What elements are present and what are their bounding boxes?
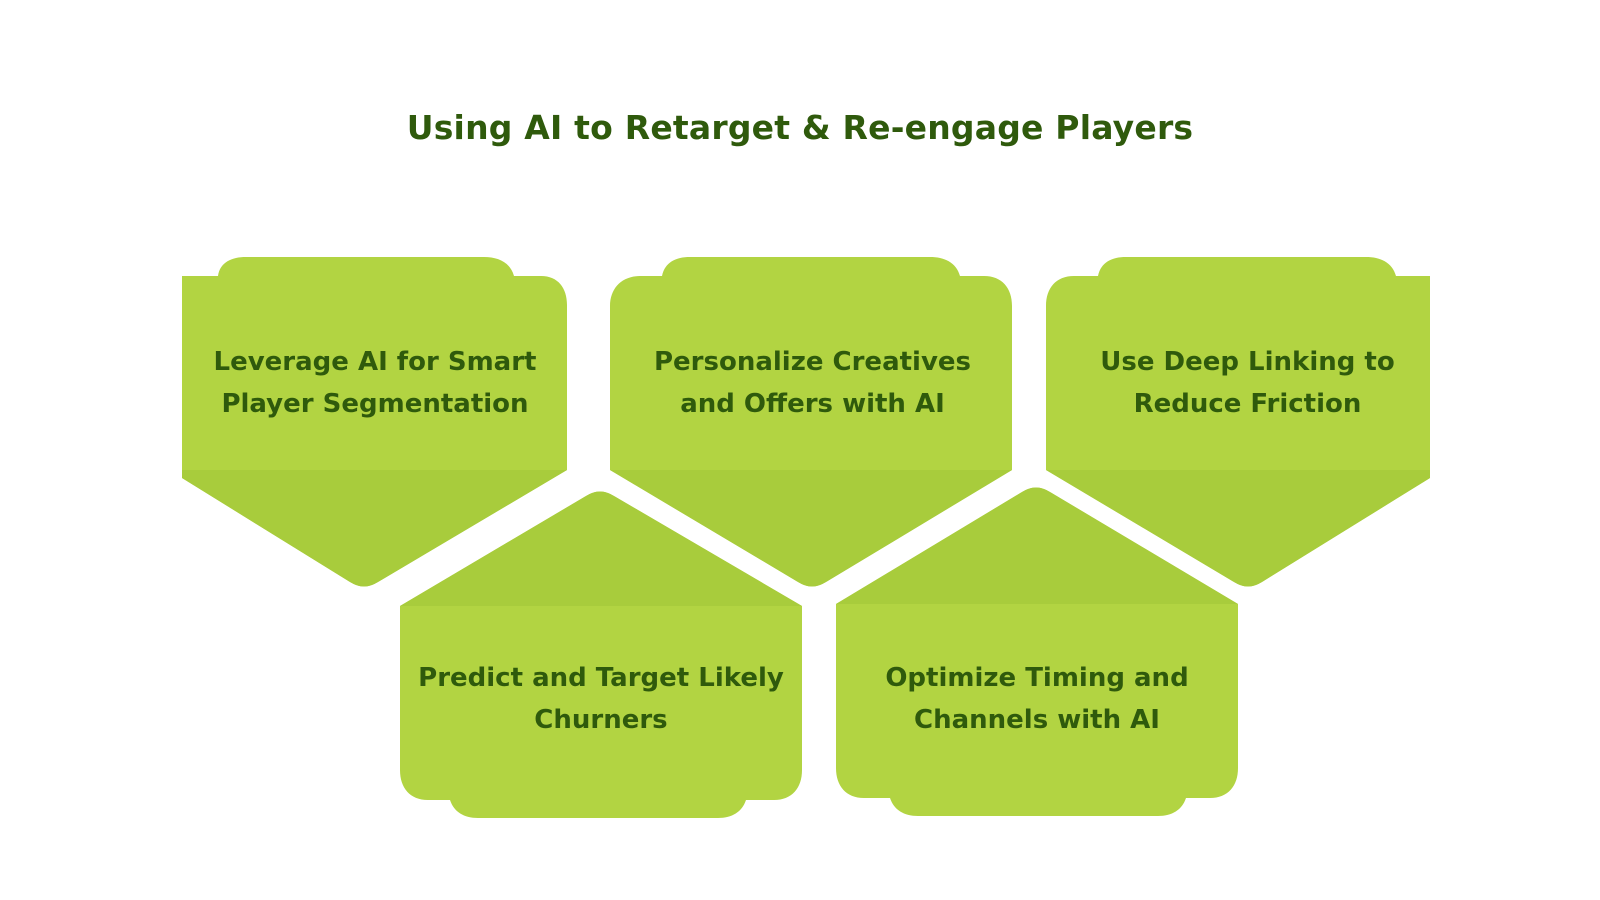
tile-1-label-line1: Leverage AI for Smart xyxy=(213,347,537,377)
tile-4-shade xyxy=(400,491,802,606)
tile-2-label-line2: and Offers with AI xyxy=(680,389,945,419)
tile-2-label: Personalize Creatives and Offers with AI xyxy=(615,338,1010,428)
tile-5-shade xyxy=(836,487,1238,604)
tile-3-label: Use Deep Linking to Reduce Friction xyxy=(1050,338,1445,428)
tile-1-shade xyxy=(182,470,567,587)
tile-4 xyxy=(400,491,802,818)
tile-3-shade xyxy=(1046,470,1430,587)
tile-4-label: Predict and Target Likely Churners xyxy=(402,654,800,744)
tile-1-label: Leverage AI for Smart Player Segmentatio… xyxy=(190,338,560,428)
tile-2-shade xyxy=(610,470,1012,587)
tile-1-label-line2: Player Segmentation xyxy=(221,389,529,419)
tile-1 xyxy=(182,257,567,587)
tile-5-label: Optimize Timing and Channels with AI xyxy=(838,654,1236,744)
tile-3-label-line1: Use Deep Linking to xyxy=(1100,347,1395,377)
tile-5-label-line2: Channels with AI xyxy=(914,705,1160,735)
tile-2-label-line1: Personalize Creatives xyxy=(653,347,972,377)
tile-3-label-line2: Reduce Friction xyxy=(1133,389,1362,419)
tile-2 xyxy=(610,257,1012,587)
tile-5-label-line1: Optimize Timing and xyxy=(885,663,1189,693)
tile-4-label-line2: Churners xyxy=(534,705,668,735)
tile-3 xyxy=(1046,257,1430,587)
tile-5 xyxy=(836,487,1238,816)
tile-4-label-line1: Predict and Target Likely xyxy=(418,663,784,693)
diagram-title: Using AI to Retarget & Re-engage Players xyxy=(406,108,1194,147)
